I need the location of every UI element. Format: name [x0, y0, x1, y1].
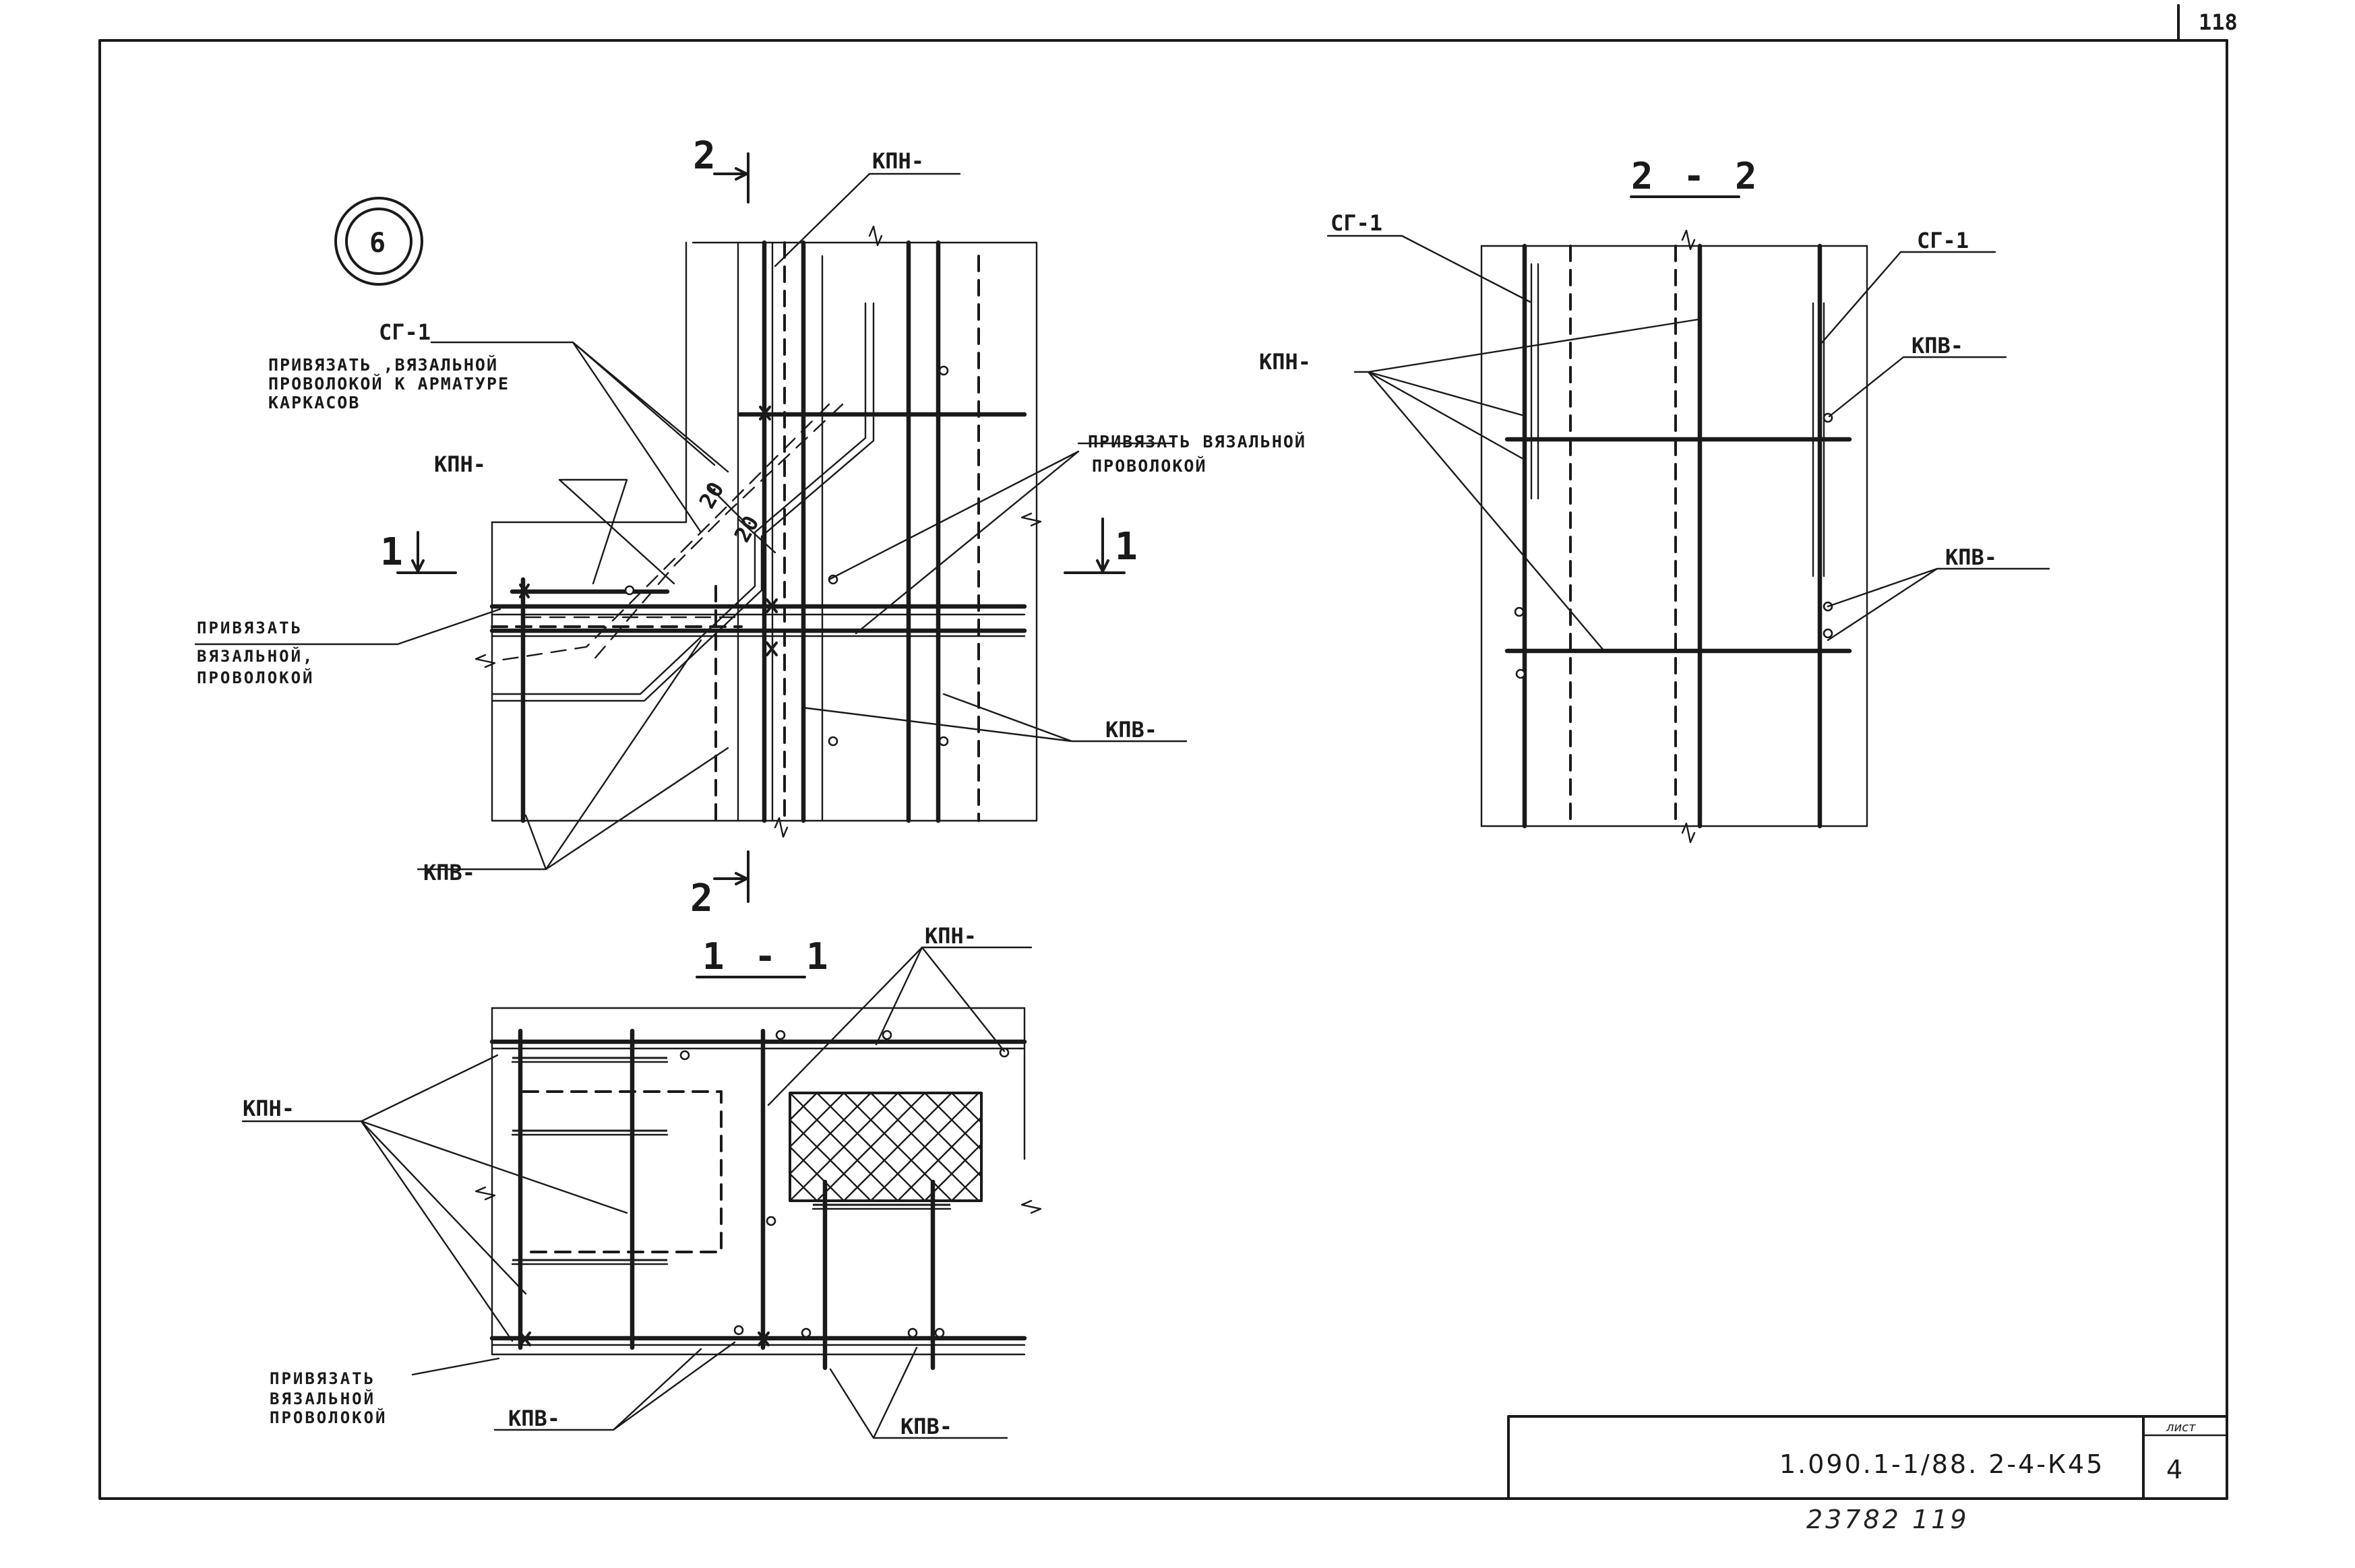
node-marker	[334, 197, 423, 286]
section-1-1-title: 1 - 1	[702, 935, 832, 978]
label-kpv-section22-upper: КПВ-	[1911, 333, 1963, 358]
page-number: 118	[2199, 9, 2238, 35]
main-plan-view	[475, 225, 1042, 838]
leaders-section-1-1	[241, 946, 1033, 1439]
label-kpv-section11-left: КПВ-	[508, 1406, 560, 1431]
cut-label-2-top: 2	[693, 134, 716, 178]
sheet-label: лист	[2166, 1420, 2196, 1435]
label-sg1-section22-right: СГ-1	[1917, 228, 1969, 253]
label-kpn-section11-top: КПН-	[925, 923, 977, 949]
label-kpv-section22-lower: КПВ-	[1945, 544, 1997, 570]
label-sg1-main: СГ-1	[379, 319, 431, 345]
section-2-2-title: 2 - 2	[1631, 155, 1761, 197]
label-sg1-section22-left: СГ-1	[1331, 210, 1382, 236]
note-tie-cages-line1: ПРИВЯЗАТЬ ,ВЯЗАЛЬНОЙ	[268, 355, 498, 375]
leaders-section-2-2	[1326, 234, 2050, 652]
section-2-2-view	[1480, 195, 1868, 844]
label-kpv-main-bottom: КПВ-	[423, 860, 475, 885]
note-tie-left-line1: ПРИВЯЗАТЬ	[197, 619, 303, 637]
hatched-insert	[789, 1092, 983, 1202]
title-block	[1507, 1415, 2228, 1500]
sheet-no: 4	[2166, 1455, 2184, 1484]
note-tie-cages-line3: КАРКАСОВ	[268, 393, 360, 412]
sheet-frame	[98, 4, 2228, 1500]
note-tie-section11-line1: ПРИВЯЗАТЬ	[270, 1369, 375, 1388]
node-marker-number: 6	[369, 228, 386, 259]
dim-20-b: 20	[729, 511, 764, 546]
label-kpn-main-left: КПН-	[434, 451, 486, 477]
note-tie-cages-line2: ПРОВОЛОКОЙ К АРМАТУРЕ	[268, 374, 510, 394]
note-tie-section11-line2: ВЯЗАЛЬНОЙ	[270, 1389, 375, 1408]
label-kpv-main-right: КПВ-	[1105, 717, 1157, 743]
note-tie-left-line2: ВЯЗАЛЬНОЙ,	[197, 646, 315, 666]
note-tie-left-line3: ПРОВОЛОКОЙ	[197, 668, 315, 687]
note-tie-wire-right-line1: ПРИВЯЗАТЬ ВЯЗАЛЬНОЙ	[1088, 432, 1306, 451]
dim-20-a: 20	[694, 478, 729, 513]
leaders-main-plan	[194, 173, 1188, 871]
cut-marker-2-bottom	[713, 850, 750, 903]
label-kpv-section11-right: КПВ-	[900, 1414, 952, 1439]
label-kpn-section11-left: КПН-	[243, 1096, 295, 1121]
cut-label-2-bottom: 2	[690, 877, 713, 920]
note-tie-section11-line3: ПРОВОЛОКОЙ	[270, 1408, 388, 1427]
cut-label-1-right: 1	[1115, 525, 1138, 569]
archive-number: 23782 119	[1806, 1505, 1969, 1534]
cut-marker-2-top	[713, 152, 750, 203]
label-kpn-section22: КПН-	[1259, 349, 1311, 375]
cut-marker-1-left	[396, 531, 457, 574]
cut-label-1-left: 1	[380, 530, 403, 574]
section-1-1-view	[475, 976, 1042, 1371]
note-tie-wire-right-line2: ПРОВОЛОКОЙ	[1092, 456, 1207, 476]
sheet-code: 1.090.1-1/88. 2-4-К45	[1779, 1449, 2104, 1479]
label-kpn-main-top: КПН-	[872, 148, 924, 174]
cut-marker-1-right	[1064, 518, 1126, 574]
